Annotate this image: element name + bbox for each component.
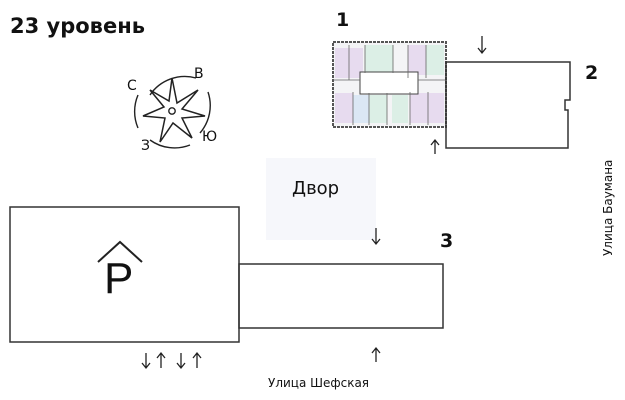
compass-east-label: В bbox=[194, 66, 204, 82]
street-label-right: Улица Баумана bbox=[601, 159, 615, 256]
parking-symbol: P bbox=[104, 254, 134, 303]
building-number-3: 3 bbox=[440, 230, 454, 252]
floor-title: 23 уровень bbox=[10, 14, 146, 38]
compass-west-label: З bbox=[141, 138, 150, 154]
entrance-arrow-icon bbox=[141, 36, 487, 370]
compass-rose-icon bbox=[133, 75, 211, 149]
courtyard-area bbox=[266, 158, 376, 240]
building-2-outline bbox=[445, 61, 571, 149]
building-number-1: 1 bbox=[336, 9, 350, 31]
compass-north-label: С bbox=[127, 78, 137, 94]
parking-roof-icon bbox=[97, 240, 143, 263]
building-number-2: 2 bbox=[585, 62, 599, 84]
compass-south-label: Ю bbox=[202, 129, 218, 145]
street-label-bottom: Улица Шефская bbox=[268, 376, 370, 390]
courtyard-label: Двор bbox=[292, 178, 340, 199]
building-3-outline bbox=[238, 263, 444, 329]
building-1-plan bbox=[332, 41, 447, 128]
